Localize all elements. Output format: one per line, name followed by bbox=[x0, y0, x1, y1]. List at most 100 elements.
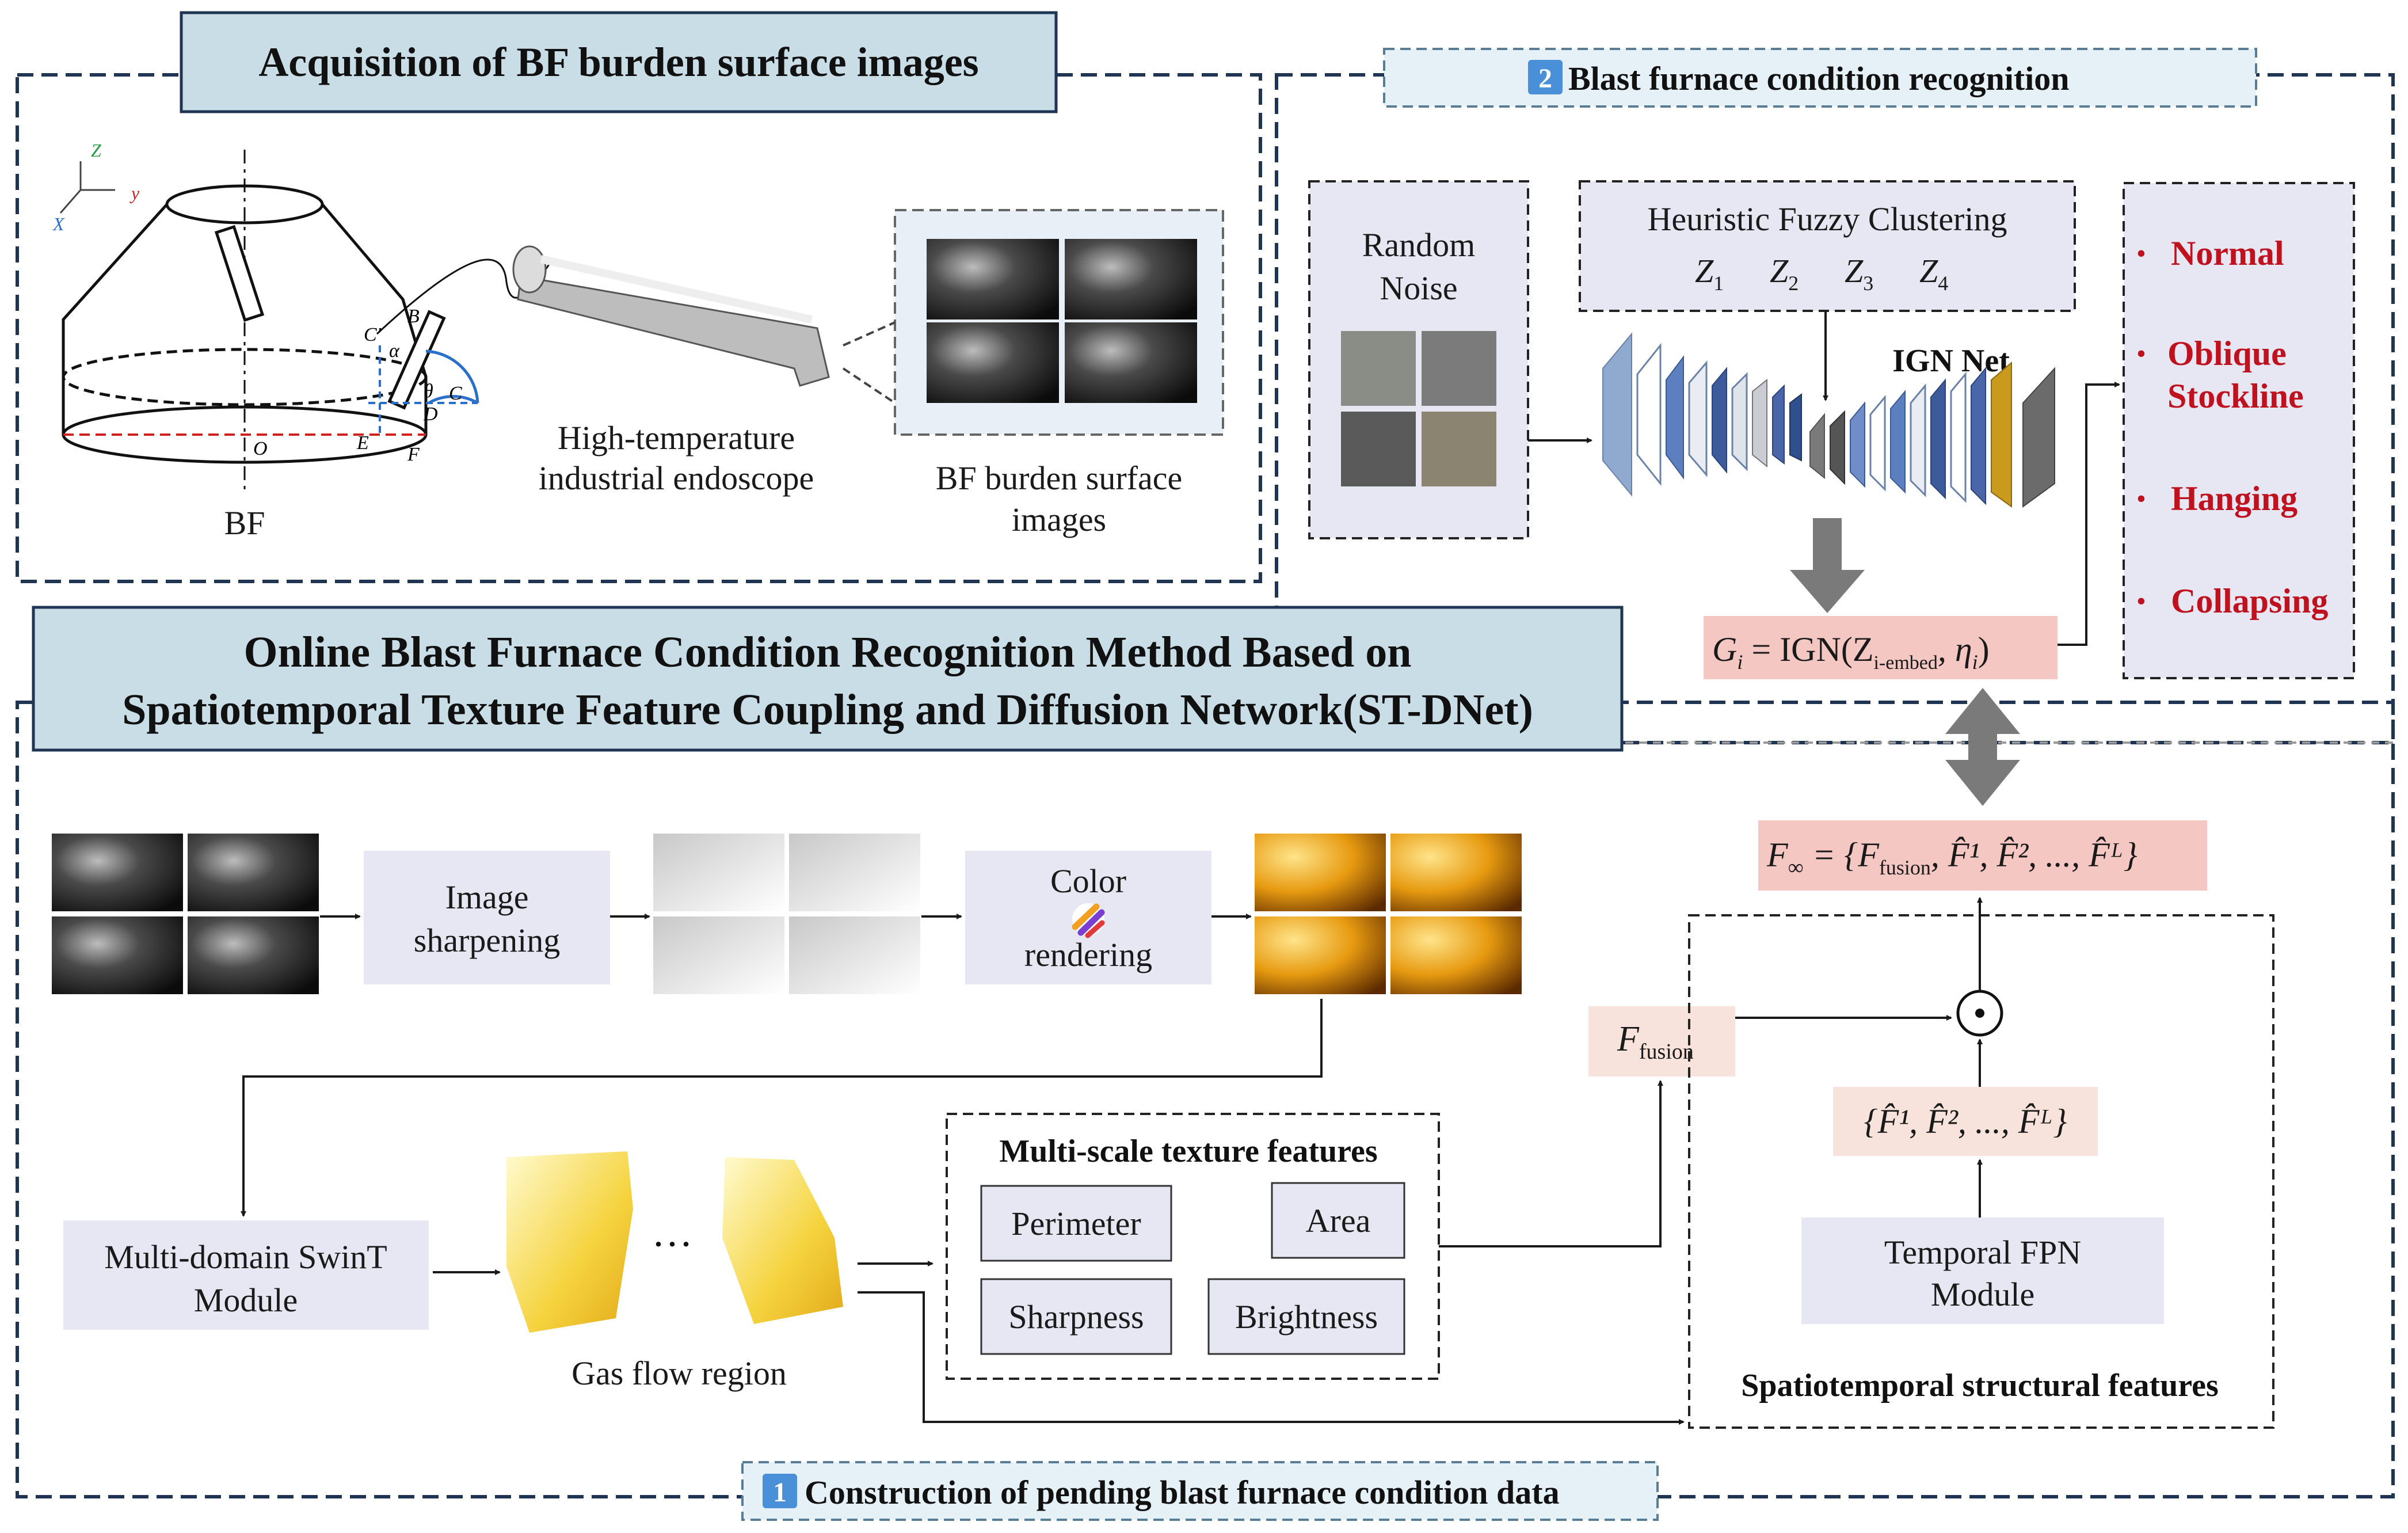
temporal-fpn-label-1: Temporal FPN bbox=[1884, 1234, 2081, 1271]
f-fusion-label: Ffusion bbox=[1617, 1020, 1694, 1064]
spatiotemporal-box bbox=[1688, 914, 2274, 1429]
color-palette-icon bbox=[1072, 903, 1105, 938]
point-c: C bbox=[449, 383, 462, 404]
ign-net-label: IGN Net bbox=[1892, 343, 2010, 379]
sharpened-image-1 bbox=[653, 834, 784, 911]
sharpened-image-2 bbox=[789, 834, 920, 911]
area-label: Area bbox=[1306, 1202, 1371, 1239]
construction-badge bbox=[763, 1474, 797, 1508]
axis-x-label: X bbox=[52, 214, 65, 234]
condition-oblique-1: Oblique bbox=[2167, 334, 2287, 372]
raw-image-1 bbox=[52, 834, 183, 911]
image-sharpening-box bbox=[364, 851, 610, 984]
image-sharpening-label-1: Image bbox=[445, 878, 529, 916]
condition-normal: Normal bbox=[2171, 234, 2284, 272]
texture-features-box bbox=[946, 1113, 1440, 1380]
spatiotemporal-title: Spatiotemporal structural features bbox=[1741, 1368, 2219, 1403]
main-title-line-1: Online Blast Furnace Condition Recogniti… bbox=[244, 628, 1412, 676]
raw-image-2 bbox=[188, 834, 319, 911]
random-noise-label-1: Random bbox=[1362, 226, 1476, 264]
area-box bbox=[1271, 1182, 1405, 1259]
noise-image-4 bbox=[1422, 412, 1496, 486]
gi-equation-box bbox=[1704, 616, 2058, 679]
f-infinity-equation: F∞ = {Ffusion, F̂¹, F̂², ..., F̂ᴸ} bbox=[1766, 836, 2138, 880]
perimeter-box bbox=[980, 1185, 1172, 1262]
recognition-badge-number: 2 bbox=[1538, 63, 1552, 94]
odot-center bbox=[1975, 1009, 1984, 1018]
bf-label: BF bbox=[224, 504, 265, 542]
rendered-image-3 bbox=[1255, 916, 1386, 994]
noise-image-1 bbox=[1341, 331, 1416, 406]
cluster-z4: Z4 bbox=[1919, 252, 1948, 295]
gas-flow-label: Gas flow region bbox=[571, 1355, 787, 1392]
surface-image-3 bbox=[927, 322, 1059, 403]
zoom-line-top bbox=[843, 321, 896, 347]
blast-furnace-drawing bbox=[59, 150, 554, 495]
noise-image-2 bbox=[1422, 331, 1496, 406]
recognition-badge bbox=[1528, 60, 1563, 94]
condition-hanging: Hanging bbox=[2171, 480, 2297, 518]
gas-flow-region-1 bbox=[506, 1151, 633, 1333]
endoscope-label-1: High-temperature bbox=[558, 419, 795, 457]
surface-image-1 bbox=[927, 239, 1059, 319]
gas-flow-ellipsis: ··· bbox=[651, 1221, 693, 1267]
noise-image-3 bbox=[1341, 412, 1416, 486]
sharpness-box bbox=[980, 1278, 1172, 1355]
angle-theta: θ bbox=[424, 381, 433, 402]
cluster-z3: Z3 bbox=[1845, 252, 1873, 295]
condition-bullet-3: • bbox=[2136, 484, 2146, 514]
rendered-image-1 bbox=[1255, 834, 1386, 911]
condition-collapsing: Collapsing bbox=[2171, 582, 2328, 620]
condition-bullet-4: • bbox=[2136, 586, 2146, 617]
arrow-gi-to-conditions bbox=[2055, 382, 2120, 646]
rendered-image-4 bbox=[1390, 916, 1522, 994]
texture-features-title: Multi-scale texture features bbox=[999, 1133, 1377, 1169]
conditions-box bbox=[2123, 182, 2355, 679]
recognition-title: Blast furnace condition recognition bbox=[1568, 60, 2070, 97]
color-rendering-label-2: rendering bbox=[1024, 936, 1152, 973]
point-o: O bbox=[253, 438, 268, 459]
color-rendering-label-1: Color bbox=[1050, 862, 1126, 900]
construction-title: Construction of pending blast furnace co… bbox=[805, 1474, 1560, 1511]
angle-alpha: α bbox=[389, 340, 400, 362]
sharpened-image-3 bbox=[653, 916, 784, 994]
fhat-set-label: {F̂¹, F̂², ..., F̂ᴸ} bbox=[1864, 1102, 2067, 1140]
acquisition-title: Acquisition of BF burden surface images bbox=[258, 39, 978, 85]
fhat-set-box bbox=[1833, 1087, 2098, 1156]
surface-images-label-1: BF burden surface bbox=[936, 459, 1182, 497]
raw-image-3 bbox=[52, 916, 183, 994]
point-b: B bbox=[407, 306, 420, 327]
thick-arrow-down bbox=[1790, 518, 1865, 613]
axis-z-label: Z bbox=[91, 140, 102, 161]
cluster-z1: Z1 bbox=[1695, 252, 1724, 295]
f-fusion-box bbox=[1588, 1006, 1735, 1076]
sharpness-label: Sharpness bbox=[1008, 1298, 1144, 1336]
sharpened-image-4 bbox=[789, 916, 920, 994]
point-f: F bbox=[407, 444, 420, 465]
perimeter-label: Perimeter bbox=[1011, 1205, 1141, 1242]
temporal-fpn-label-2: Module bbox=[1931, 1276, 2034, 1313]
swint-module-label-1: Multi-domain SwinT bbox=[104, 1238, 387, 1276]
point-c-prime: C' bbox=[364, 324, 382, 345]
random-noise-label-2: Noise bbox=[1380, 269, 1457, 307]
fuzzy-clustering-box bbox=[1579, 180, 2076, 312]
construction-title-box bbox=[741, 1461, 1659, 1521]
temporal-fpn-box bbox=[1801, 1218, 2164, 1324]
image-sharpening-label-2: sharpening bbox=[414, 922, 561, 959]
arrow-texture-to-ffusion bbox=[1439, 1080, 1663, 1247]
acquisition-section-border bbox=[16, 73, 1262, 583]
condition-oblique-2: Stockline bbox=[2167, 377, 2304, 415]
raw-image-4 bbox=[188, 916, 319, 994]
brightness-label: Brightness bbox=[1235, 1298, 1378, 1336]
ign-net-layers bbox=[1602, 332, 2055, 508]
axis-y-label: y bbox=[129, 182, 140, 203]
gi-equation: Gi = IGN(Zi-embed, ηi) bbox=[1712, 630, 1990, 674]
rendered-image-2 bbox=[1390, 834, 1522, 911]
surface-image-2 bbox=[1065, 239, 1197, 319]
construction-badge-number: 1 bbox=[773, 1477, 787, 1508]
arrow-orange-to-swint bbox=[241, 999, 1323, 1217]
f-infinity-box bbox=[1758, 820, 2207, 891]
acquisition-title-box bbox=[180, 11, 1058, 113]
surface-images-label-2: images bbox=[1012, 501, 1106, 538]
